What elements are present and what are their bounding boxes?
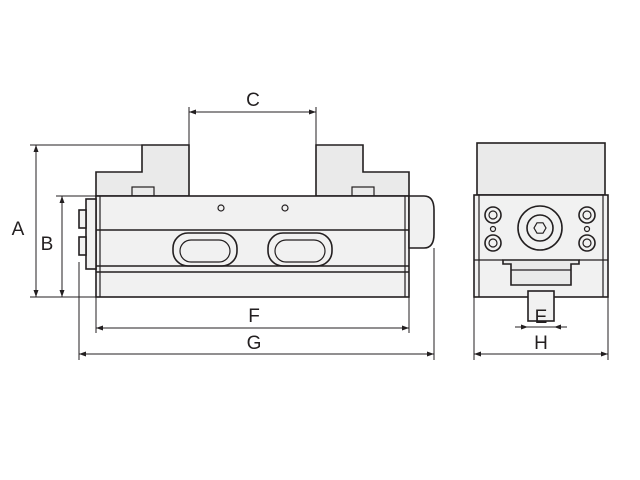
dim-label-b: B <box>41 234 54 255</box>
bolt-right-bottom <box>578 234 596 252</box>
top-hole-left <box>217 204 225 212</box>
vise-body <box>95 195 410 298</box>
oval-slot-right-inner <box>274 239 326 263</box>
left-knob-top <box>78 209 87 229</box>
oval-slot-right <box>267 232 333 267</box>
dim-label-e: E <box>535 307 548 328</box>
left-end-plate <box>85 198 97 270</box>
front-dimensions: C A B F G <box>12 90 435 360</box>
right-jaw <box>315 144 410 197</box>
top-hole-right <box>281 204 289 212</box>
side-dimensions: E H <box>473 297 609 360</box>
oval-slot-left <box>172 232 238 267</box>
bolt-right-top <box>578 206 596 224</box>
bolt-left-bottom <box>484 234 502 252</box>
oval-slot-left-inner <box>179 239 231 263</box>
center-screw-mid <box>526 214 554 242</box>
dim-label-f: F <box>248 306 260 327</box>
pin-right <box>583 225 591 233</box>
side-view <box>473 142 609 322</box>
side-lower-slot <box>502 259 580 286</box>
center-screw-outer <box>517 205 563 251</box>
center-screw-hex <box>533 222 547 234</box>
dim-label-g: G <box>247 333 262 354</box>
bolt-left-top <box>484 206 502 224</box>
dim-label-a: A <box>12 219 25 240</box>
right-end-boss <box>408 195 435 249</box>
pin-left <box>489 225 497 233</box>
side-jaw-block <box>476 142 606 196</box>
left-knob-bottom <box>78 236 87 256</box>
left-jaw <box>95 144 190 197</box>
dim-label-c: C <box>246 90 260 111</box>
side-key <box>527 290 555 322</box>
dim-label-h: H <box>534 333 548 354</box>
front-view <box>78 144 435 298</box>
